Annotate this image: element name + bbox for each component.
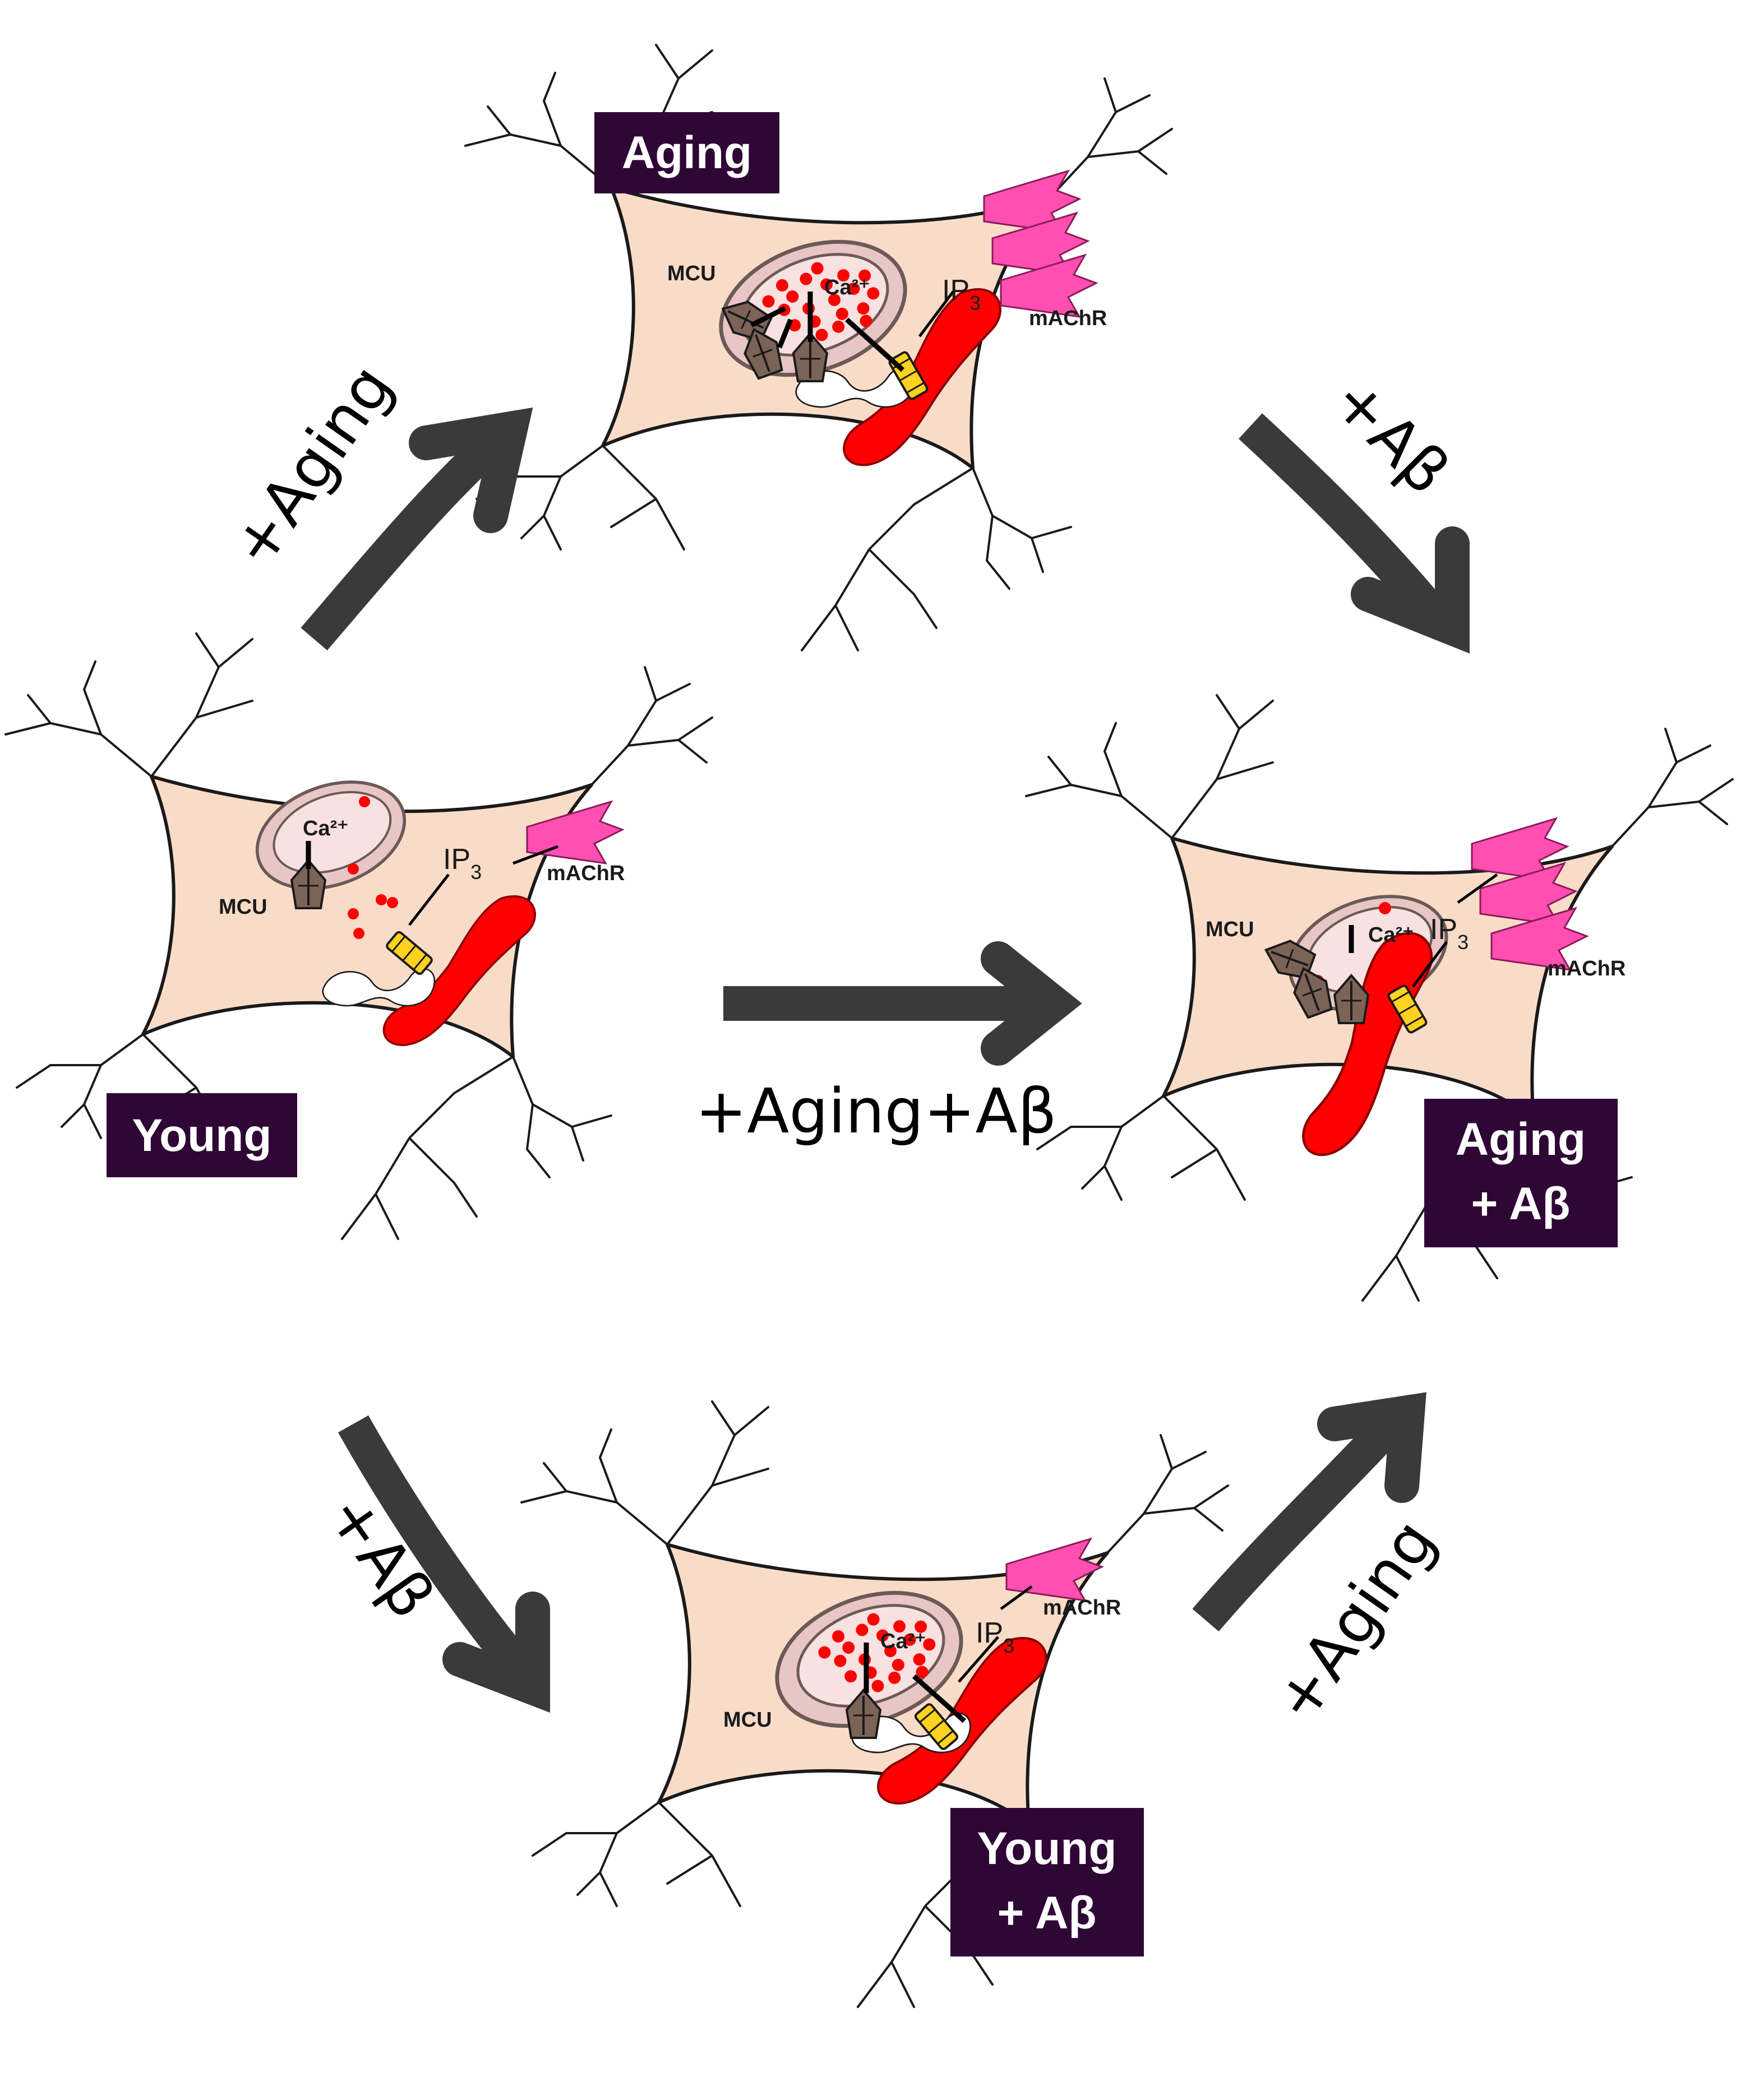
calcium-dot: [871, 1680, 884, 1692]
calcium-dot: [786, 290, 799, 303]
machr-label: mAChR: [1043, 1596, 1121, 1620]
svg-text:+ Aβ: + Aβ: [998, 1888, 1097, 1939]
calcium-dot: [815, 329, 828, 341]
arrow-young-to-aging-ab: [723, 941, 1082, 1066]
mcu-label: MCU: [723, 1708, 772, 1732]
calcium-dot: [835, 307, 848, 320]
receptor: [1005, 1538, 1103, 1602]
condition-box-young-ab: Young + Aβ: [950, 1808, 1144, 1956]
calcium-dot: [856, 1623, 869, 1636]
calcium-dot: [828, 294, 841, 306]
condition-box-young: Young: [107, 1093, 297, 1177]
mitochondrion: [759, 1569, 980, 1750]
neuron-aging-ab: MCU Ca²⁺ IP3 mAChR: [1026, 695, 1733, 1301]
machr-label: mAChR: [1548, 957, 1626, 980]
ip3-label: IP3: [443, 843, 482, 884]
machr-label: mAChR: [547, 862, 625, 885]
calcium-dot: [867, 287, 880, 300]
calcium-dot: [811, 262, 824, 275]
neuron-young: MCU Ca²⁺ IP3 mAChR: [6, 633, 712, 1239]
calcium-dot: [893, 1620, 906, 1633]
calcium-dot: [884, 1645, 897, 1657]
calcium-dot: [867, 1613, 880, 1626]
ip3-label: IP3: [942, 274, 981, 314]
calcium-dot: [857, 302, 870, 315]
calcium-dot: [818, 1646, 831, 1659]
calcium-dot: [837, 269, 850, 282]
mcu-label: MCU: [1206, 918, 1254, 941]
condition-box-aging-ab: Aging + Aβ: [1424, 1099, 1618, 1247]
calcium-dot: [876, 1629, 889, 1642]
arrow-young-to-aging: [301, 407, 533, 651]
arrow-aging-to-aging-ab: [1238, 413, 1470, 654]
mcu-label: MCU: [667, 262, 716, 285]
calcium-dot: [860, 314, 872, 327]
calcium-dot: [820, 278, 833, 291]
mcu-label: MCU: [219, 895, 267, 919]
svg-text:Aging: Aging: [1456, 1114, 1586, 1165]
calcium-dot: [923, 1638, 936, 1651]
svg-text:+ Aβ: + Aβ: [1471, 1178, 1571, 1229]
arrow-young-to-young-ab: [338, 1415, 550, 1713]
calcium-dot: [847, 282, 860, 295]
calcium-dot: [832, 320, 845, 333]
calcium-dot: [834, 1654, 847, 1667]
svg-text:Young: Young: [977, 1823, 1117, 1874]
calcium-label: Ca²⁺: [303, 817, 348, 840]
calcium-dot: [842, 1641, 855, 1654]
calcium-dot: [776, 279, 789, 292]
calcium-dot: [762, 295, 775, 308]
neuron-aging: MCU Ca²⁺ IP3 mAChR: [465, 45, 1172, 650]
svg-text:Young: Young: [132, 1110, 272, 1161]
arrow-young-ab-to-aging-ab: [1192, 1392, 1426, 1632]
calcium-label: Ca²⁺: [1368, 923, 1414, 947]
calcium-dot: [903, 1633, 916, 1646]
neuron-young-ab: MCU Ca²⁺ IP3 mAChR: [521, 1401, 1228, 2007]
svg-text:Aging: Aging: [622, 127, 752, 178]
calcium-dot: [915, 1620, 927, 1633]
label-young-to-aging-ab: +Aging+Aβ: [695, 1075, 1057, 1147]
calcium-dot: [892, 1658, 904, 1671]
calcium-label: Ca²⁺: [880, 1630, 926, 1653]
machr-label: mAChR: [1029, 307, 1107, 330]
calcium-dot: [800, 272, 812, 285]
label-aging-to-aging-ab: +Aβ: [1319, 363, 1464, 508]
condition-box-aging: Aging: [594, 112, 779, 193]
calcium-dot: [858, 269, 871, 282]
ip3-label: IP3: [1430, 913, 1469, 954]
calcium-dot: [888, 1671, 901, 1684]
calcium-label: Ca²⁺: [824, 276, 870, 299]
calcium-dot: [844, 1670, 857, 1683]
ip3-label: IP3: [976, 1617, 1014, 1657]
calcium-dot: [916, 1666, 929, 1678]
calcium-dot: [832, 1630, 845, 1643]
calcium-dot: [913, 1653, 926, 1666]
